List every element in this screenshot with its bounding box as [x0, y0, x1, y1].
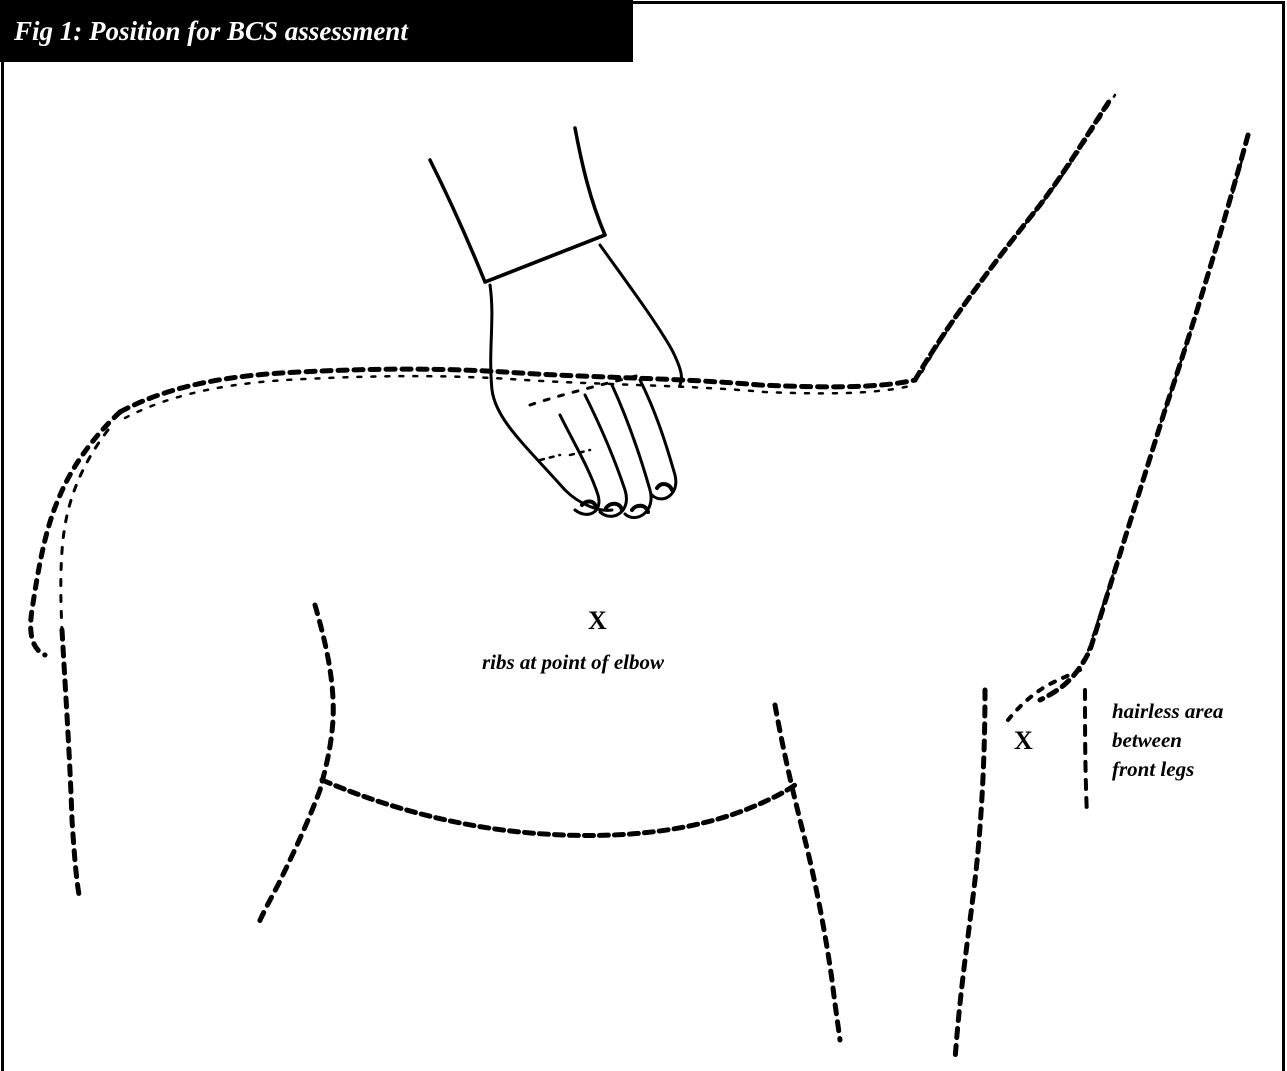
finger-2 — [585, 395, 626, 516]
back-outline — [120, 369, 915, 412]
ribs-label: ribs at point of elbow — [482, 648, 664, 677]
chest-label-line1: hairless area — [1112, 697, 1223, 726]
hind-leg-outline — [62, 630, 80, 900]
chest-marker: X — [1014, 726, 1033, 756]
chest-label: hairless area between front legs — [1112, 697, 1223, 784]
front-leg-front-outline — [955, 690, 985, 1060]
neck-back-outline — [1040, 135, 1248, 700]
finger-3 — [612, 385, 651, 518]
sleeve-outline — [430, 128, 605, 282]
rump-outline — [31, 412, 120, 655]
neck-front-outline — [915, 100, 1110, 380]
ribs-marker: X — [588, 606, 607, 636]
finger-1 — [560, 415, 599, 514]
chest-line-left — [1008, 670, 1080, 720]
chest-label-line2: between — [1112, 726, 1223, 755]
chest-line-right — [1085, 690, 1087, 815]
hind-leg-inner-outline — [258, 605, 333, 925]
front-leg-back-outline — [775, 705, 840, 1040]
finger-4 — [640, 380, 676, 499]
chest-label-line3: front legs — [1112, 755, 1223, 784]
belly-outline — [322, 780, 795, 836]
hand-outline — [490, 285, 612, 510]
